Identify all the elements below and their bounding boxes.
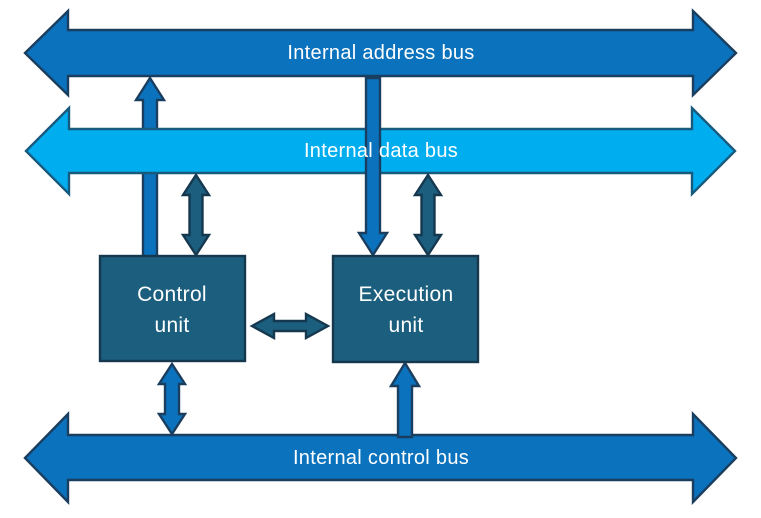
control-unit-label-line2: unit	[154, 314, 190, 337]
data-bus-label: Internal data bus	[303, 140, 459, 162]
control-unit-label-line1: Control	[137, 283, 207, 306]
control-bus-to-execution-unit-arrow	[388, 360, 422, 439]
execution-unit-box	[331, 254, 480, 364]
control-unit-label: Control unit	[102, 279, 242, 341]
address-bus-label: Internal address bus	[287, 42, 475, 64]
execution-unit-label: Execution unit	[336, 279, 476, 341]
execution-unit-data-bus-arrow	[412, 172, 444, 258]
control-unit-box	[98, 254, 247, 363]
execution-unit-label-line1: Execution	[358, 283, 454, 306]
control-bus-label: Internal control bus	[292, 447, 470, 469]
address-bus-to-execution-unit-arrow	[356, 76, 390, 258]
control-unit-data-bus-arrow	[180, 172, 212, 258]
control-unit-execution-unit-arrow	[249, 311, 331, 341]
control-unit-control-bus-arrow	[156, 361, 188, 437]
control-bus-arrow	[23, 411, 738, 505]
address-bus-arrow	[23, 8, 738, 98]
execution-unit-label-line2: unit	[388, 314, 424, 337]
